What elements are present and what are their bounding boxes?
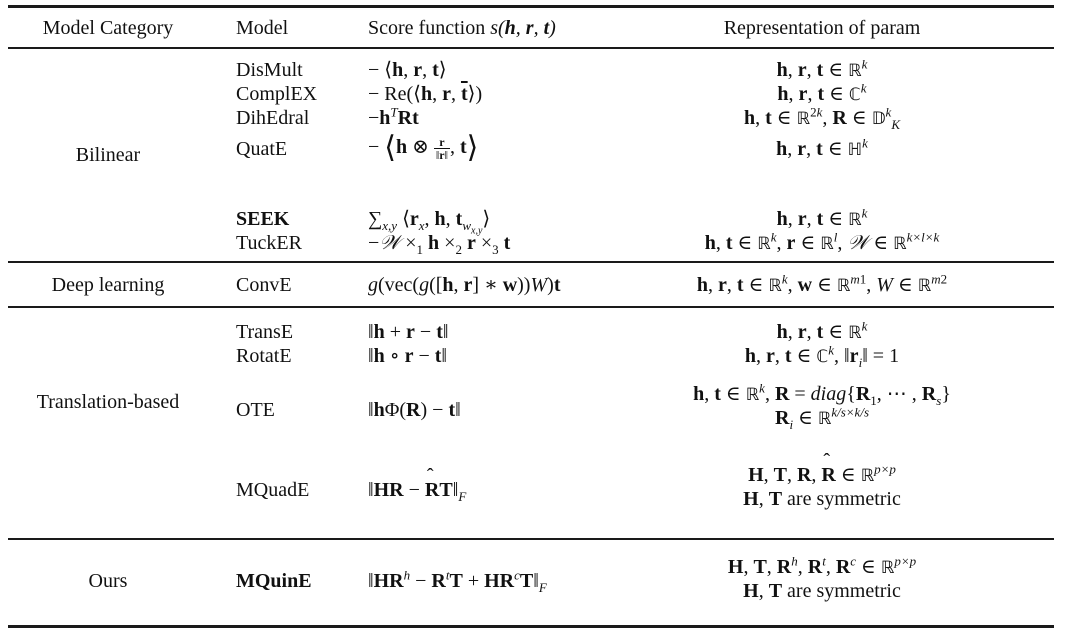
score-conve: g(vec(g([h, r] ∗ w))W)t — [368, 274, 561, 296]
model-transe: TransE — [236, 321, 294, 343]
score-mquine: ‖HRh − RtT + HRcT‖F — [368, 567, 547, 595]
group-rule-bilinear — [8, 261, 1054, 263]
score-mquade: ‖HR − RT‖F — [368, 464, 466, 503]
model-mquade: MQuadE — [236, 479, 310, 501]
rep-mquine-line2: H, T are symmetric — [743, 580, 901, 602]
model-seek: SEEK — [236, 208, 290, 230]
model-tucker: TuckER — [236, 232, 302, 254]
header-score-label: Score function — [368, 17, 491, 39]
score-dismult: − ⟨h, r, t⟩ — [368, 59, 447, 81]
score-complex: − Re(⟨h, r, t⟩) — [368, 83, 483, 105]
rep-tucker: h, t ∈ ℝk, r ∈ ℝl, 𝒲 ∈ ℝk×l×k — [704, 229, 940, 254]
header-representation: Representation of param — [723, 17, 921, 39]
rep-ote-line2: Ri ∈ ℝk/s×k/s — [774, 404, 869, 432]
header-rule — [8, 47, 1054, 49]
top-rule — [8, 5, 1054, 8]
header-score-math: s(h, r, t) — [490, 17, 556, 39]
rep-mquade-line2: H, T are symmetric — [743, 488, 901, 510]
score-ote: ‖hΦ(R) − t‖ — [368, 399, 461, 421]
score-seek: ∑x,y ⟨rx, h, twx,y⟩ — [368, 208, 491, 237]
bottom-rule — [8, 625, 1054, 628]
rep-dihedral: h, t ∈ ℝ2k, R ∈ 𝔻kK — [744, 104, 900, 132]
model-conve: ConvE — [236, 274, 292, 296]
rep-seek: h, r, t ∈ ℝk — [776, 205, 868, 230]
rep-ote-line1: h, t ∈ ℝk, R = diag{R1, ⋯ , Rs} — [693, 380, 951, 408]
score-transe: ‖h + r − t‖ — [368, 321, 449, 343]
model-rotate: RotatE — [236, 345, 292, 367]
group-rule-translation — [8, 538, 1054, 540]
header-model: Model — [236, 17, 289, 39]
rep-transe: h, r, t ∈ ℝk — [776, 318, 868, 343]
score-dihedral: −hTRt — [368, 104, 419, 129]
model-ote: OTE — [236, 399, 275, 421]
group-rule-deep — [8, 306, 1054, 308]
category-ours: Ours — [88, 570, 128, 592]
rep-conve: h, r, t ∈ ℝk, w ∈ ℝm1, W ∈ ℝm2 — [696, 271, 948, 296]
model-mquine: MQuinE — [236, 570, 312, 592]
score-quate: − ⟨h ⊗ r‖r‖, t⟩ — [368, 131, 479, 164]
rep-dismult: h, r, t ∈ ℝk — [776, 56, 868, 81]
category-bilinear: Bilinear — [75, 144, 141, 166]
score-tucker: −𝒲 ×1 h ×2 r ×3 t — [368, 232, 511, 257]
rep-rotate: h, r, t ∈ ℂk, ‖ri‖ = 1 — [744, 342, 900, 370]
rep-mquine-line1: H, T, Rh, Rt, Rc ∈ ℝp×p — [727, 553, 917, 578]
header-score-function: Score function s(h, r, t) — [368, 16, 556, 40]
rep-quate: h, r, t ∈ ℍk — [776, 135, 868, 160]
category-deep-learning: Deep learning — [51, 274, 165, 296]
rep-mquade-line1: H, T, R, R ∈ ℝp×p — [592, 449, 1052, 488]
model-complex: ComplEX — [236, 83, 318, 105]
header-model-category: Model Category — [42, 17, 174, 39]
model-dihedral: DihEdral — [236, 107, 310, 129]
score-rotate: ‖h ∘ r − t‖ — [368, 345, 448, 367]
model-quate: QuatE — [236, 138, 288, 160]
model-dismult: DisMult — [236, 59, 303, 81]
category-translation-based: Translation-based — [36, 391, 180, 413]
rep-complex: h, r, t ∈ ℂk — [777, 80, 867, 105]
